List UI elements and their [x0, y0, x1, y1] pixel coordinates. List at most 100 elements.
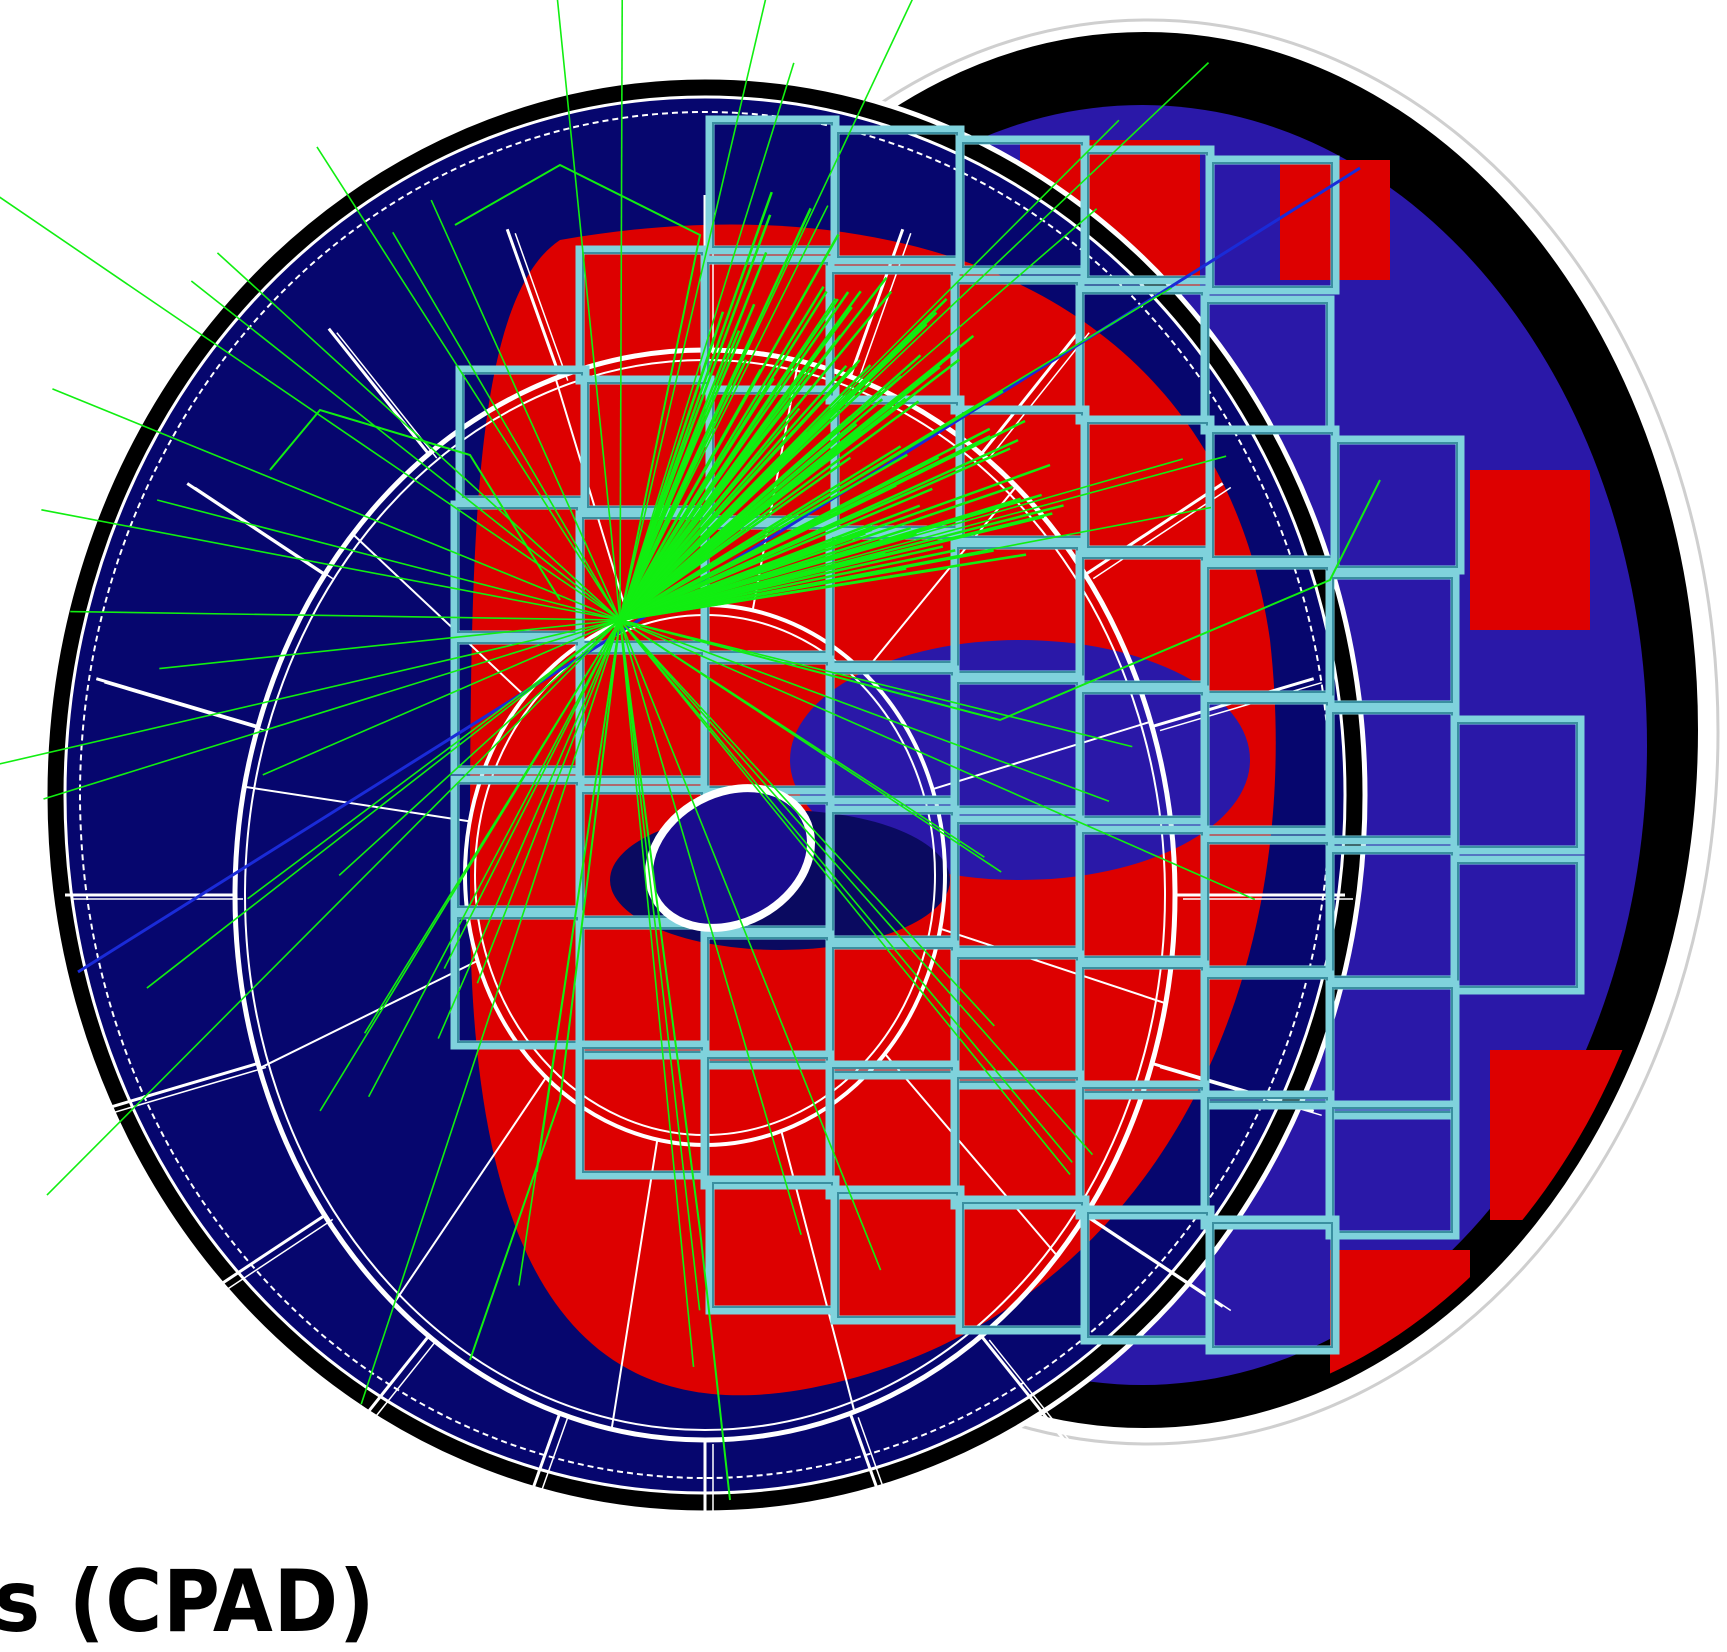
wireframe-spoke: [95, 677, 259, 729]
track: [619, 619, 1094, 1156]
track: [363, 619, 621, 1034]
track: [190, 280, 621, 621]
track: [619, 0, 624, 621]
wireframe-spoke: [1084, 1214, 1224, 1308]
track: [619, 619, 1071, 1176]
track: [619, 455, 1227, 621]
track: [619, 290, 893, 621]
track: [43, 619, 621, 800]
wireframe-spoke: [244, 785, 470, 823]
track: [619, 363, 943, 621]
track: [0, 196, 621, 621]
track: [619, 504, 921, 622]
track: [518, 619, 621, 1286]
track: [619, 62, 1210, 621]
track: [454, 163, 702, 621]
track: [619, 619, 695, 1367]
track: [619, 619, 1073, 1163]
wireframe-spoke: [505, 1412, 562, 1562]
track: [619, 298, 837, 621]
track: [46, 619, 621, 1196]
track: [619, 619, 1256, 901]
track: [619, 506, 1212, 621]
track: [619, 552, 886, 622]
track: [619, 456, 852, 622]
track: [619, 334, 842, 621]
wireframe-spoke: [988, 332, 1090, 459]
calorimeter-cell-inner: [1332, 987, 1453, 1113]
track: [619, 619, 1133, 748]
calorimeter-cell: [1450, 855, 1585, 995]
track: [619, 119, 1120, 621]
wireframe-spoke: [848, 1412, 905, 1562]
wireframe-spoke: [863, 485, 1017, 674]
calorimeter-cell: [1205, 155, 1340, 295]
track: [619, 619, 1110, 803]
track: [619, 490, 913, 622]
track: [316, 146, 621, 621]
track: [618, 311, 725, 621]
track: [619, 62, 795, 621]
track: [618, 233, 840, 621]
wireframe-spoke: [514, 233, 569, 381]
wireframe-spoke: [336, 1339, 438, 1466]
wireframe-spoke: [104, 1066, 267, 1117]
track: [216, 252, 621, 621]
track: [430, 199, 621, 621]
track: [392, 231, 621, 621]
track: [619, 208, 1098, 621]
wireframe-spoke: [857, 1417, 912, 1565]
calorimeter-cell: [1325, 1100, 1460, 1240]
track: [619, 619, 1002, 873]
track: [619, 619, 731, 1501]
calorimeter-cell-inner: [1332, 1107, 1453, 1233]
calorimeter-cell-inner: [1212, 162, 1333, 288]
track: [41, 508, 621, 621]
track: [159, 619, 621, 670]
calorimeter-cell-inner: [1457, 862, 1578, 988]
calorimeter-grid: [450, 115, 1585, 1355]
track: [619, 359, 861, 621]
wireframe-spoke: [884, 1053, 1058, 1257]
wireframe-spoke: [95, 1061, 259, 1113]
track: [618, 303, 756, 621]
track: [619, 205, 829, 621]
slide-caption: s (CPAD): [0, 1552, 376, 1652]
track: [619, 553, 1027, 622]
track: [618, 290, 828, 621]
wireframe-spoke: [932, 720, 1151, 791]
wireframe-spoke: [848, 228, 905, 378]
wireframe-spoke: [104, 681, 267, 732]
track: [262, 619, 621, 776]
wireframe-spoke: [352, 533, 526, 697]
calorimeter-cell-inner: [1457, 722, 1578, 848]
wireframe-spoke: [514, 1417, 569, 1565]
track: [443, 619, 621, 969]
wireframe-spoke: [610, 1139, 659, 1430]
track: [619, 619, 701, 1311]
track: [619, 619, 802, 1235]
calorimeter-cell: [1205, 1215, 1340, 1355]
track: [247, 619, 621, 900]
track: [0, 619, 621, 765]
wireframe-spoke: [392, 1076, 547, 1304]
particle-tracks: [0, 0, 1381, 1501]
wireframe-spoke: [327, 327, 430, 456]
track: [619, 472, 919, 622]
wireframe-spoke: [186, 1214, 326, 1308]
wireframe-spoke: [194, 486, 334, 580]
calorimeter-cell: [1325, 570, 1460, 710]
track: [469, 619, 621, 1361]
track: [52, 388, 621, 621]
track: [618, 251, 768, 621]
track: [360, 619, 621, 1405]
calorimeter-cell: [1450, 715, 1585, 855]
calorimeter-cell-inner: [1337, 442, 1458, 568]
calorimeter-cell: [1325, 980, 1460, 1120]
calorimeter-cell-inner: [1332, 577, 1453, 703]
track: [619, 0, 913, 621]
track: [156, 499, 621, 621]
calorimeter-cell: [1330, 435, 1465, 575]
track: [146, 619, 621, 989]
